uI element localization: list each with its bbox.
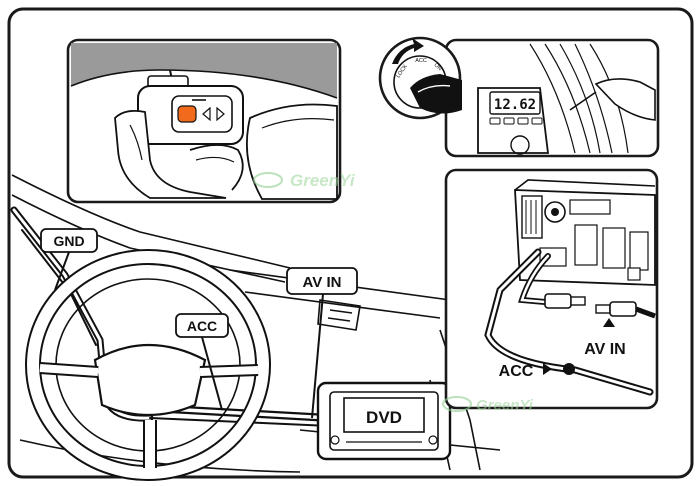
acc-pointer-icon <box>543 363 552 375</box>
watermark-brand: GreenYi <box>290 171 356 190</box>
dvd-label: DVD <box>366 408 402 427</box>
av-in-callout <box>286 267 358 419</box>
gnd-callout <box>40 228 98 291</box>
rotation-arrow-icon <box>392 38 424 64</box>
key-acc-label: ACC <box>415 58 427 64</box>
watermark-brand-2: GreenYi <box>476 397 534 414</box>
inset-dashcam <box>66 38 342 204</box>
right-arrow-icon <box>216 106 225 122</box>
av-in-label: AV IN <box>303 274 342 291</box>
steering-wheel <box>25 249 271 481</box>
av-in-inset-label: AV IN <box>584 341 625 358</box>
acc-junction-dot <box>563 363 575 375</box>
acc-callout <box>175 313 229 411</box>
dvd-head-unit <box>316 381 452 461</box>
orange-button-icon <box>177 105 197 123</box>
ignition-key-inset <box>378 36 462 120</box>
meter-reading: 12.62 <box>494 97 536 113</box>
watermark-logo-icon <box>253 172 472 412</box>
acc-inset-label: ACC <box>499 363 534 380</box>
acc-label: ACC <box>187 318 217 334</box>
left-arrow-icon <box>202 106 211 122</box>
av-in-pointer-icon <box>603 318 615 327</box>
gnd-label: GND <box>53 233 84 249</box>
key-on-label: ON <box>433 62 443 72</box>
inset-multimeter <box>444 38 660 158</box>
inset-head-unit-rear <box>444 168 659 410</box>
